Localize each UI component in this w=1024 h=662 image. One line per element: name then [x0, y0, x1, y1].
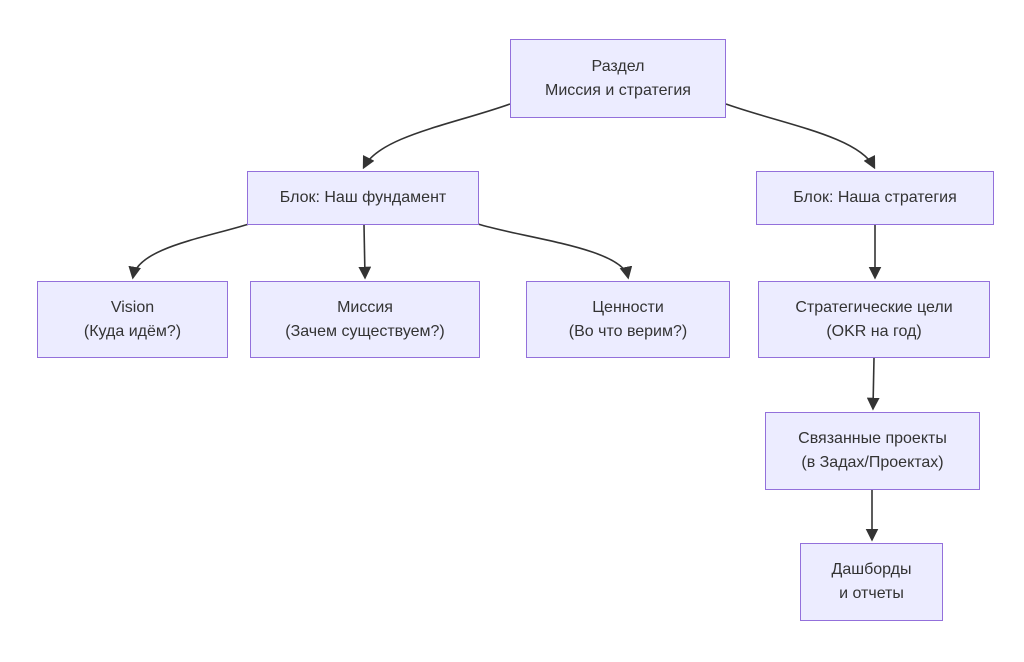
node-label-line: (в Задах/Проектах) — [801, 454, 944, 471]
edge-goals-projects — [866, 357, 880, 411]
node-label-line: Миссия и стратегия — [545, 81, 691, 99]
node-label-line: (Зачем существуем?) — [285, 322, 445, 340]
node-mission: Миссия (Зачем существуем?) — [250, 281, 480, 358]
node-label-line: (Во что верим?) — [568, 322, 688, 340]
node-label-line: Vision — [110, 298, 155, 316]
edge-foundation-vision — [128, 223, 250, 280]
edge-root-strategy — [725, 103, 876, 170]
node-linked-projects: Связанные проекты (в Задах/Проектах) — [765, 412, 980, 490]
node-values: Ценности (Во что верим?) — [526, 281, 730, 358]
node-label-line: и отчеты — [839, 585, 904, 602]
node-label-line: Стратегические цели — [795, 298, 953, 316]
node-block-foundation: Блок: Наш фундамент — [247, 171, 479, 225]
node-label-line: Ценности — [592, 298, 664, 316]
node-vision: Vision (Куда идём?) — [37, 281, 228, 358]
node-label-line: Миссия — [337, 298, 393, 316]
edge-foundation-values — [477, 223, 633, 280]
edge-foundation-mission — [358, 224, 372, 280]
node-strategic-goals: Стратегические цели (OKR на год) — [758, 281, 990, 358]
node-label-line: (OKR на год) — [826, 322, 922, 340]
node-section-mission-strategy: Раздел Миссия и стратегия — [510, 39, 726, 118]
node-label-line: Раздел — [591, 57, 645, 75]
node-block-strategy: Блок: Наша стратегия — [756, 171, 994, 225]
node-label-line: Дашборды — [831, 561, 912, 578]
node-label-line: Связанные проекты — [798, 430, 947, 447]
node-label-line: (Куда идём?) — [83, 322, 182, 340]
edge-root-foundation — [362, 103, 511, 170]
node-label-line: Блок: Наш фундамент — [279, 189, 447, 206]
node-label-line: Блок: Наша стратегия — [793, 189, 957, 206]
node-dashboards-reports: Дашборды и отчеты — [800, 543, 943, 621]
